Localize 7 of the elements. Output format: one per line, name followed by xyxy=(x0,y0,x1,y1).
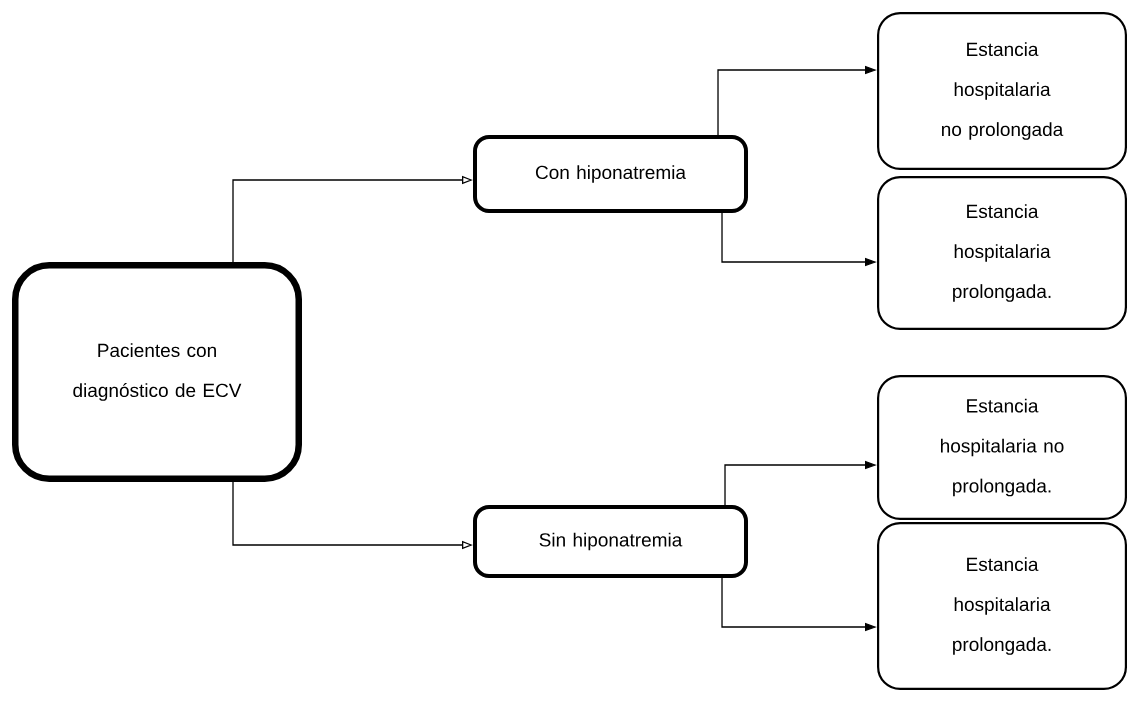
process-box: Estancia hospitalaria prolongada. xyxy=(877,522,1127,690)
process-box: Estancia hospitalaria no prolongada xyxy=(877,12,1127,170)
process-box: Sin hiponatremia xyxy=(473,505,748,578)
process-box: Estancia hospitalaria no prolongada. xyxy=(877,375,1127,520)
process-box: Con hiponatremia xyxy=(473,135,748,213)
process-box: Pacientes con diagnóstico de ECV xyxy=(12,262,302,482)
process-box: Estancia hospitalaria prolongada. xyxy=(877,176,1127,330)
